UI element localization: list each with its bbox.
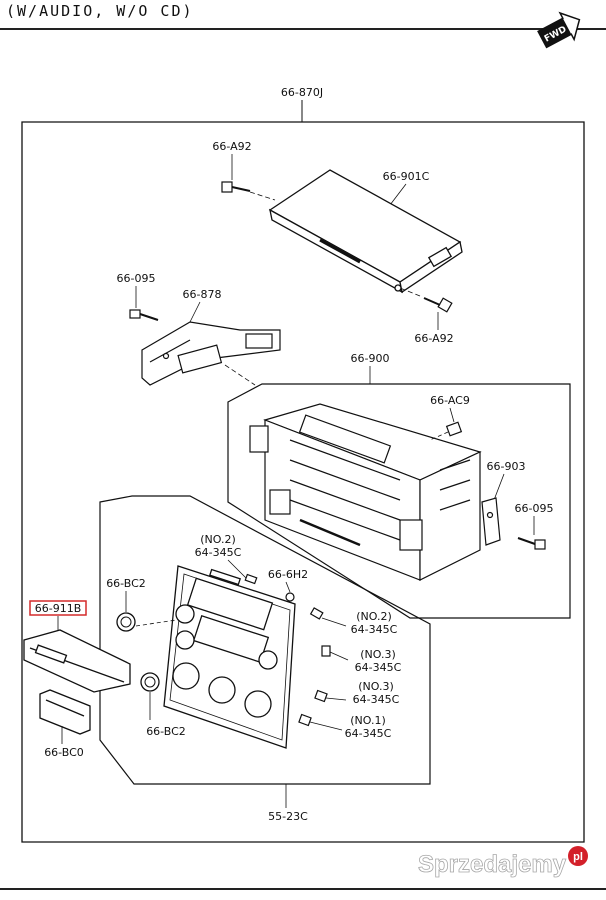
watermark-logo: Sprzedajemy pl xyxy=(418,846,588,878)
label-66-a92-bottom: 66-A92 xyxy=(414,332,453,345)
label-64-345c-top: 64-345C xyxy=(195,546,242,559)
tag-no1: (NO.1) xyxy=(350,714,386,727)
audio-unit-icon xyxy=(249,403,482,581)
label-66-a92-top: 66-A92 xyxy=(212,140,251,153)
label-66-bc2-upper: 66-BC2 xyxy=(106,577,146,590)
label-66-095-right: 66-095 xyxy=(515,502,554,515)
front-panel-cover-icon xyxy=(23,629,131,693)
bracket-plate-icon xyxy=(268,169,463,294)
label-66-ac9: 66-AC9 xyxy=(430,394,470,407)
label-55-23c: 55-23C xyxy=(268,810,308,823)
tag-no2-right: (NO.2) xyxy=(356,610,392,623)
audio-bezel-icon xyxy=(163,565,296,749)
label-66-878: 66-878 xyxy=(183,288,222,301)
connector-icon xyxy=(445,421,463,437)
tag-no3-b: (NO.3) xyxy=(358,680,394,693)
fwd-direction-icon: FWD xyxy=(537,11,581,49)
label-66-bc2-lower: 66-BC2 xyxy=(146,725,186,738)
knob-icon xyxy=(140,672,160,692)
label-66-911b: 66-911B xyxy=(35,602,82,615)
label-66-6h2: 66-6H2 xyxy=(268,568,308,581)
label-64-345c-no1: 64-345C xyxy=(345,727,392,740)
screw-icon xyxy=(517,537,546,550)
svg-text:Sprzedajemy: Sprzedajemy xyxy=(418,851,567,878)
lamp-bulb-icon xyxy=(298,713,312,727)
svg-text:pl: pl xyxy=(573,851,583,863)
bezel-frame xyxy=(99,495,431,785)
screw-icon xyxy=(423,297,453,313)
clip-strip-icon xyxy=(39,689,91,735)
diagram-title: (W/AUDIO, W/O CD) xyxy=(6,2,194,20)
unit-subframe xyxy=(227,383,571,619)
lamp-bulb-icon xyxy=(321,645,331,657)
screw-icon xyxy=(221,181,251,193)
tag-no2-top: (NO.2) xyxy=(200,533,236,546)
label-66-870j: 66-870J xyxy=(281,86,323,99)
label-64-345c-no3-b: 64-345C xyxy=(353,693,400,706)
tag-no3-a: (NO.3) xyxy=(360,648,396,661)
side-bracket-icon xyxy=(481,497,501,546)
side-mount-bracket-icon xyxy=(141,321,281,386)
bottom-rule xyxy=(0,888,606,890)
label-66-903: 66-903 xyxy=(487,460,526,473)
assembly-frame xyxy=(21,121,585,843)
label-66-901c: 66-901C xyxy=(383,170,430,183)
lamp-bulb-icon xyxy=(314,689,328,703)
knob-icon xyxy=(116,612,136,632)
highlight-box xyxy=(29,600,87,616)
screw-icon xyxy=(129,309,159,321)
bulb-icon xyxy=(285,592,295,602)
lamp-bulb-icon xyxy=(244,573,258,585)
label-66-095-left: 66-095 xyxy=(117,272,156,285)
label-66-900: 66-900 xyxy=(351,352,390,365)
label-64-345c-right: 64-345C xyxy=(351,623,398,636)
label-66-bc0: 66-BC0 xyxy=(44,746,84,759)
top-rule xyxy=(0,28,606,30)
lamp-bulb-icon xyxy=(309,607,324,620)
label-64-345c-no3-a: 64-345C xyxy=(355,661,402,674)
